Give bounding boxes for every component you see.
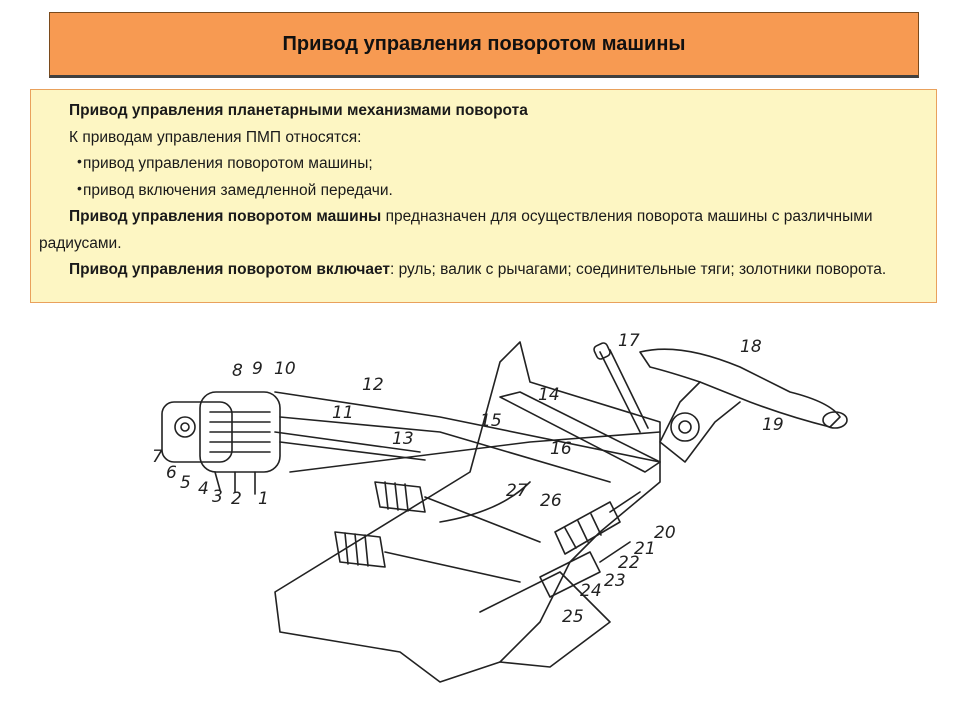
diagram-label: 5 (180, 473, 191, 493)
diagram-label: 14 (538, 385, 560, 405)
diagram-label: 9 (252, 359, 263, 379)
hull-lower-edge (479, 571, 611, 668)
diagram-label: 22 (618, 553, 640, 573)
content-intro: К приводам управления ПМП относятся: (69, 128, 362, 146)
diagram-label: 4 (198, 479, 209, 499)
paragraph-components-text: : руль; валик с рычагами; соединительные… (389, 261, 887, 278)
steering-handle (639, 348, 848, 463)
paragraph-purpose-text: предназначен для осуществления поворота … (39, 208, 873, 252)
diagram-label: 10 (274, 359, 296, 379)
spool-assembly-left (334, 481, 541, 583)
paragraph-components: Привод управления поворотом включает: ру… (39, 257, 926, 284)
diagram-label: 6 (166, 463, 177, 483)
bullet-text: привод включения замедленной передачи. (83, 181, 393, 199)
hull-ridge (439, 481, 531, 523)
lever-17-knob (593, 342, 611, 360)
bullet-icon: • (77, 179, 82, 196)
bullet-item: • привод включения замедленной передачи. (39, 178, 926, 205)
diagram-label: 21 (634, 539, 656, 559)
diagram-label: 27 (506, 481, 528, 501)
diagram-label: 26 (540, 491, 562, 511)
diagram-label: 8 (232, 361, 243, 381)
spool-assembly-right (539, 491, 641, 598)
diagram-label: 3 (212, 487, 223, 507)
diagram-label: 19 (762, 415, 784, 435)
diagram-label: 17 (618, 331, 640, 351)
bullet-item: • привод управления поворотом машины; (39, 151, 926, 178)
lever-shaft (499, 391, 661, 473)
paragraph-purpose: Привод управления поворотом машины предн… (39, 204, 926, 257)
diagram-label: 16 (550, 439, 572, 459)
diagram-label: 13 (392, 429, 414, 449)
diagram-label: 25 (562, 607, 584, 627)
diagram-label: 2 (231, 489, 242, 509)
diagram-label: 20 (654, 523, 676, 543)
hull-plate (274, 341, 661, 683)
slide-title-bar: Привод управления поворотом машины (49, 12, 919, 78)
paragraph-components-bold: Привод управления поворотом включает (69, 261, 390, 278)
diagram-label: 23 (604, 571, 626, 591)
paragraph-purpose-bold: Привод управления поворотом машины (69, 208, 382, 225)
lever-17 (599, 349, 649, 433)
diagram-label: 7 (152, 447, 163, 467)
bullet-text: привод управления поворотом машины; (83, 155, 373, 172)
content-heading: Привод управления планетарными механизма… (69, 102, 528, 119)
steering-drive-diagram: 1 2 3 4 5 6 7 8 9 10 11 12 13 14 15 16 1… (152, 331, 848, 683)
diagram-label: 11 (332, 403, 354, 423)
diagram-labels: 1 2 3 4 5 6 7 8 9 10 11 12 13 14 15 16 1… (152, 331, 784, 627)
diagram-label: 15 (480, 411, 502, 431)
content-box: Привод управления планетарными механизма… (30, 89, 937, 303)
rod-12 (274, 391, 661, 463)
diagram-label: 1 (258, 489, 269, 509)
rod-11 (279, 416, 611, 483)
bullet-icon: • (77, 153, 82, 169)
rod-13 (289, 431, 661, 473)
diagram-label: 12 (362, 375, 384, 395)
slide-title: Привод управления поворотом машины (282, 32, 686, 55)
diagram-label: 18 (740, 337, 762, 357)
gearbox-assembly (161, 391, 426, 495)
diagram-label: 24 (580, 581, 602, 601)
